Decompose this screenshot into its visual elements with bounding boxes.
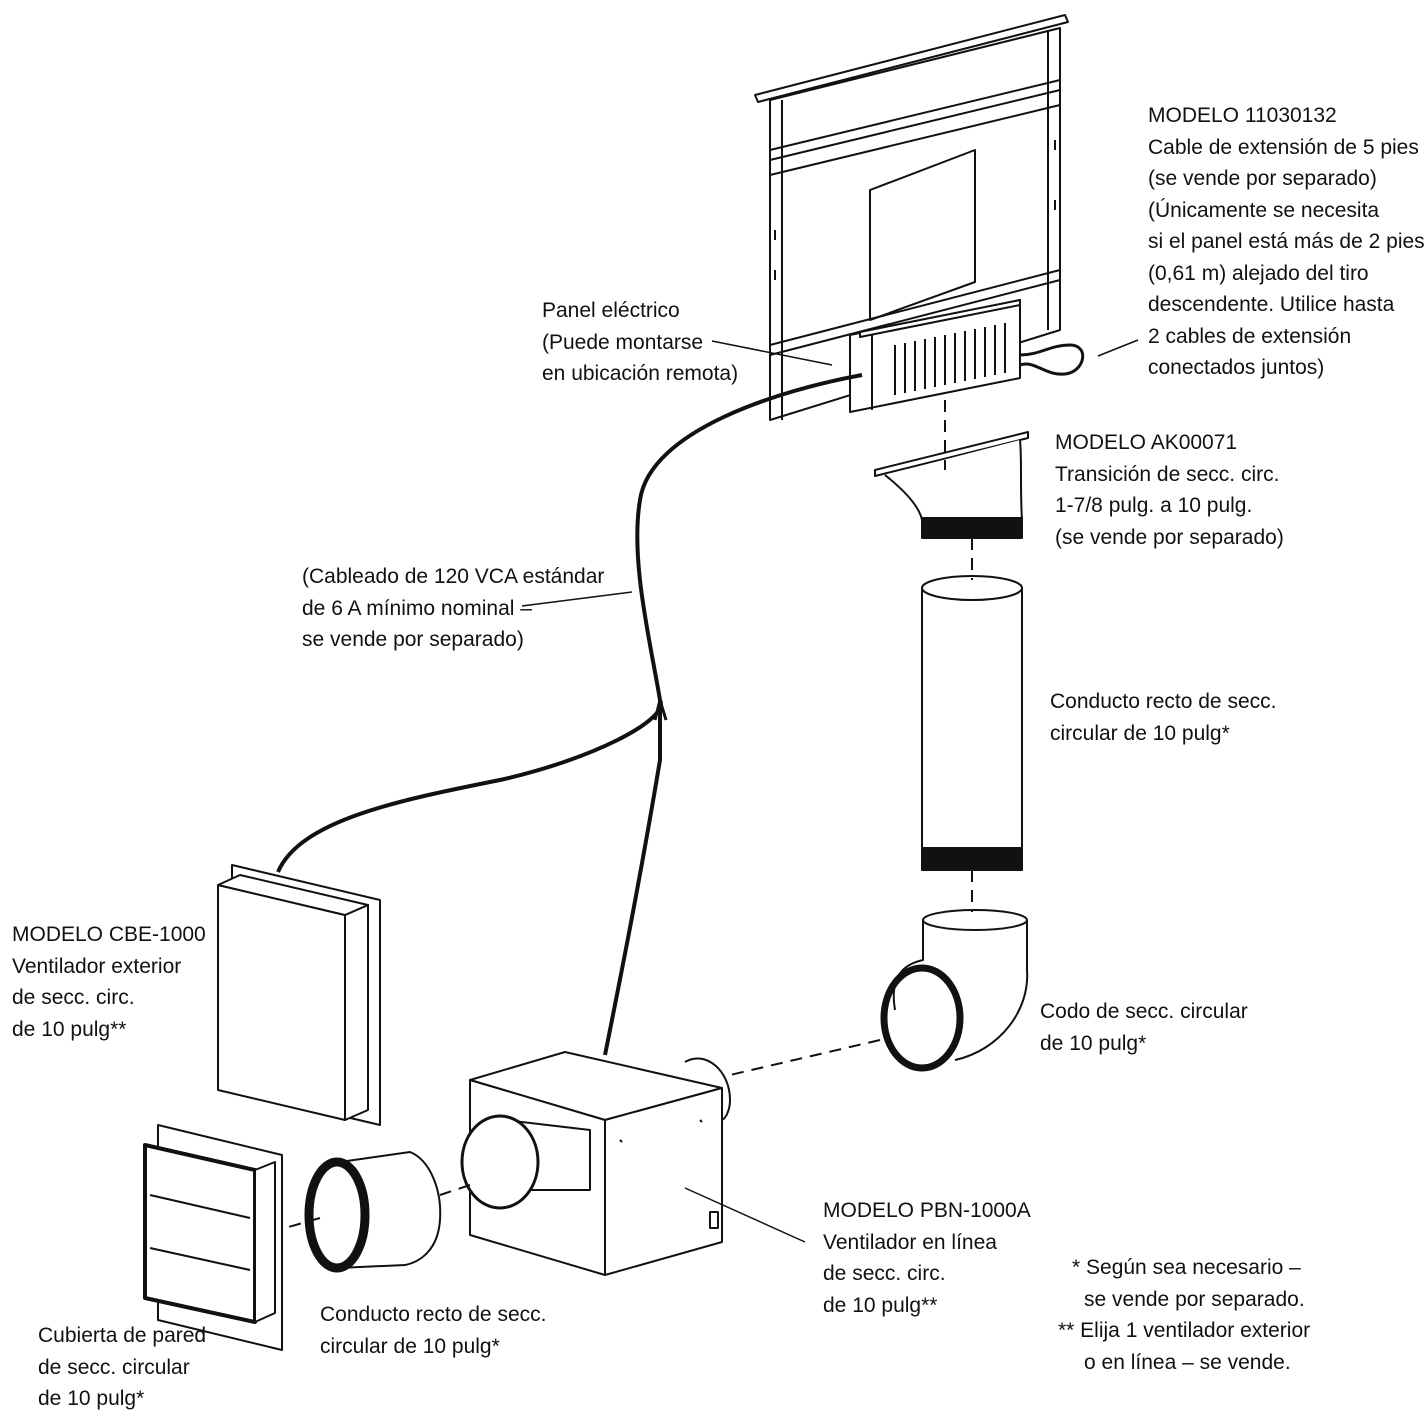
label-modelo-11030132: MODELO 11030132 Cable de extensión de 5 … (1148, 100, 1425, 384)
label-line: de 10 pulg** (12, 1017, 127, 1041)
label-cubierta-pared: Cubierta de pared de secc. circular de 1… (38, 1320, 206, 1415)
label-line: (se vende por separado) (1055, 525, 1284, 549)
label-line: (se vende por separado) (1148, 167, 1377, 190)
label-line: 1-7/8 pulg. a 10 pulg. (1055, 494, 1253, 517)
label-line: de secc. circ. (823, 1262, 946, 1285)
transition-duct (874, 431, 1029, 539)
wall-cap (143, 1124, 283, 1351)
label-line: Transición de secc. circ. (1055, 462, 1280, 486)
label-line: Cable de extensión de 5 pies (1148, 135, 1419, 159)
power-wire-branch (603, 700, 662, 1056)
label-codo: Codo de secc. circular de 10 pulg* (1040, 996, 1248, 1059)
label-line: MODELO CBE-1000 (12, 923, 206, 946)
label-panel-electrico: Panel eléctrico (Puede montarse en ubica… (542, 295, 738, 390)
label-line: conectados juntos) (1148, 356, 1325, 379)
label-cableado: (Cableado de 120 VCA estándar de 6 A mín… (302, 561, 604, 656)
label-line: Conducto recto de secc. (1050, 690, 1277, 713)
label-line: de 10 pulg* (38, 1387, 145, 1410)
label-line: MODELO 11030132 (1148, 104, 1337, 127)
label-line: (0,61 m) alejado del tiro (1148, 261, 1369, 285)
footnote-line: se vende por separado. (1084, 1287, 1305, 1311)
label-line: Cubierta de pared (38, 1324, 207, 1347)
footnotes: * Según sea necesario – se vende por sep… (1058, 1252, 1310, 1378)
label-line: MODELO AK00071 (1055, 431, 1238, 454)
inline-fan (460, 1051, 731, 1276)
label-line: Codo de secc. circular (1040, 1000, 1248, 1023)
footnote-line: ** Elija 1 ventilador exterior (1058, 1319, 1311, 1342)
label-line: si el panel está más de 2 pies (1148, 230, 1425, 253)
label-line: (Puede montarse (542, 330, 704, 354)
label-line: de secc. circ. (12, 986, 135, 1009)
label-line: de 10 pulg** (823, 1293, 938, 1317)
label-conducto-horizontal: Conducto recto de secc. circular de 10 p… (320, 1299, 546, 1362)
label-line: Ventilador en línea (823, 1230, 997, 1254)
label-line: Conducto recto de secc. (320, 1303, 547, 1326)
label-conducto-vertical: Conducto recto de secc. circular de 10 p… (1050, 686, 1276, 749)
label-line: Panel eléctrico (542, 299, 680, 322)
label-line: de 6 A mínimo nominal – (302, 596, 532, 620)
label-line: descendente. Utilice hasta (1148, 293, 1395, 316)
label-line: de 10 pulg* (1040, 1031, 1147, 1055)
label-line: se vende por separado) (302, 628, 524, 651)
label-line: 2 cables de extensión (1148, 324, 1352, 348)
label-line: de secc. circular (38, 1355, 190, 1379)
label-line: (Cableado de 120 VCA estándar (302, 565, 605, 588)
alignment-lines (284, 400, 973, 1229)
label-line: (Únicamente se necesita (1148, 198, 1380, 222)
label-line: en ubicación remota) (542, 362, 739, 385)
label-line: circular de 10 pulg* (320, 1334, 500, 1358)
vertical-duct (921, 575, 1023, 871)
label-modelo-ak00071: MODELO AK00071 Transición de secc. circ.… (1055, 427, 1284, 553)
label-line: MODELO PBN-1000A (823, 1199, 1031, 1222)
footnote-line: o en línea – se vende. (1084, 1350, 1291, 1374)
extension-cable (1019, 343, 1085, 376)
exterior-fan (217, 864, 381, 1126)
label-line: circular de 10 pulg* (1050, 721, 1230, 745)
leader-lines (521, 339, 1139, 1243)
label-modelo-cbe1000: MODELO CBE-1000 Ventilador exterior de s… (12, 919, 206, 1045)
footnote-line: * Según sea necesario – (1072, 1256, 1301, 1279)
elbow-duct (880, 909, 1029, 1072)
electrical-panel (849, 299, 1021, 413)
horizontal-duct (304, 1151, 442, 1273)
label-line: Ventilador exterior (12, 954, 182, 978)
label-modelo-pbn1000a: MODELO PBN-1000A Ventilador en línea de … (823, 1195, 1031, 1321)
